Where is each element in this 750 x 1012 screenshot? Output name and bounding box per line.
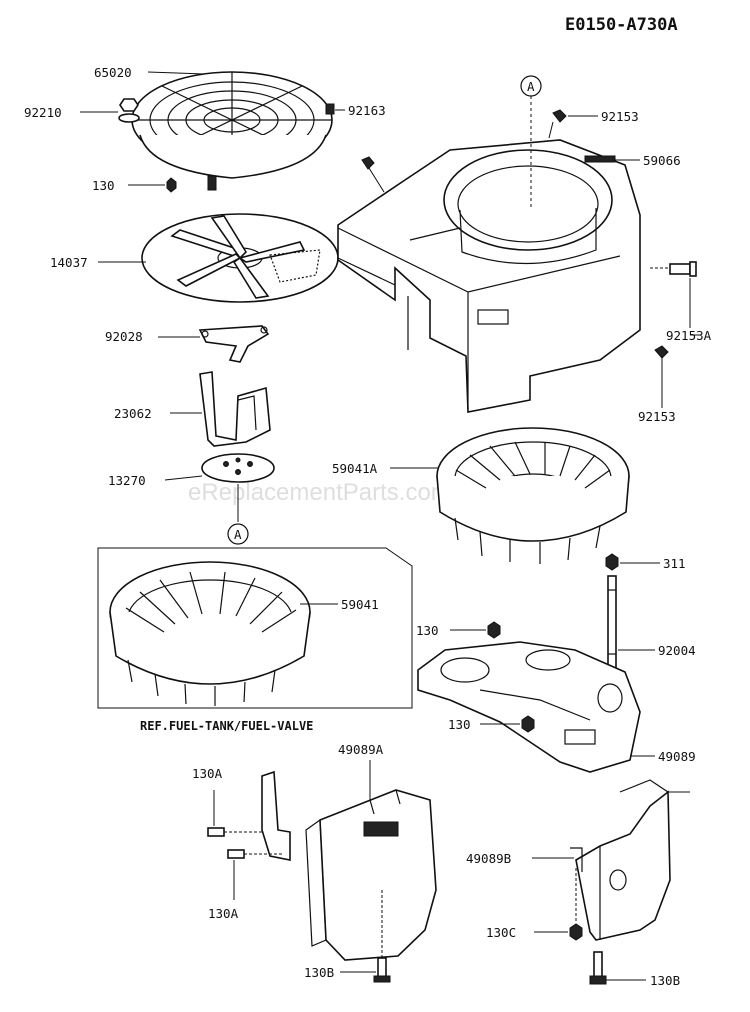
watermark: eReplacementParts.com [188, 479, 451, 506]
label-130A-top: 130A [192, 766, 223, 781]
label-92153A: 92153A [666, 328, 712, 343]
part-59041a-flywheel [436, 427, 630, 564]
label-130-a: 130 [92, 178, 115, 193]
part-130b-bolt-left [373, 890, 391, 983]
label-65020: 65020 [94, 65, 132, 80]
label-130B-right: 130B [650, 973, 680, 988]
part-23062-bracket [199, 371, 271, 447]
label-49089A: 49089A [338, 742, 384, 757]
label-92153-top: 92153 [601, 109, 639, 124]
label-92163: 92163 [348, 103, 386, 118]
part-49089a-cover [305, 789, 437, 961]
label-59066: 59066 [643, 153, 681, 168]
part-49089b-cover [570, 779, 671, 941]
ref-note: REF.FUEL-TANK/FUEL-VALVE [140, 719, 313, 733]
ref-marker-a-upper: A [527, 79, 535, 94]
part-130a-bolt-bottom [227, 849, 282, 859]
part-fuel-valve-bracket [261, 770, 291, 861]
part-92004-stud [607, 575, 617, 669]
label-13270: 13270 [108, 473, 146, 488]
label-92028: 92028 [105, 329, 143, 344]
label-311: 311 [663, 556, 686, 571]
label-130C: 130C [486, 925, 516, 940]
label-130A-bot: 130A [208, 906, 239, 921]
part-65020-screen [131, 71, 333, 191]
part-49089-baffle [417, 641, 641, 773]
label-23062: 23062 [114, 406, 152, 421]
part-311-nut [605, 553, 619, 571]
part-59041-flywheel [109, 561, 311, 706]
part-14037-fan [141, 213, 339, 303]
label-59041A: 59041A [332, 461, 378, 476]
part-130b-bolt-right [589, 951, 607, 985]
part-59066-shroud [337, 139, 641, 413]
part-92028-bracket [198, 325, 270, 363]
inset-box [97, 547, 413, 709]
label-130B-left: 130B [304, 965, 334, 980]
label-92210: 92210 [24, 105, 62, 120]
label-14037: 14037 [50, 255, 88, 270]
part-13270-plate [201, 453, 275, 483]
label-130-c: 130 [448, 717, 471, 732]
label-92004: 92004 [658, 643, 696, 658]
ref-marker-a-lower: A [234, 527, 242, 542]
diagram-code: E0150-A730A [565, 15, 678, 35]
label-49089: 49089 [658, 749, 696, 764]
part-92153a-bolt [669, 261, 697, 277]
label-59041: 59041 [341, 597, 379, 612]
label-130-b: 130 [416, 623, 439, 638]
label-92153-bot: 92153 [638, 409, 676, 424]
part-92210-nut [118, 98, 140, 123]
part-130a-bolt-top [207, 827, 262, 837]
label-49089B: 49089B [466, 851, 511, 866]
